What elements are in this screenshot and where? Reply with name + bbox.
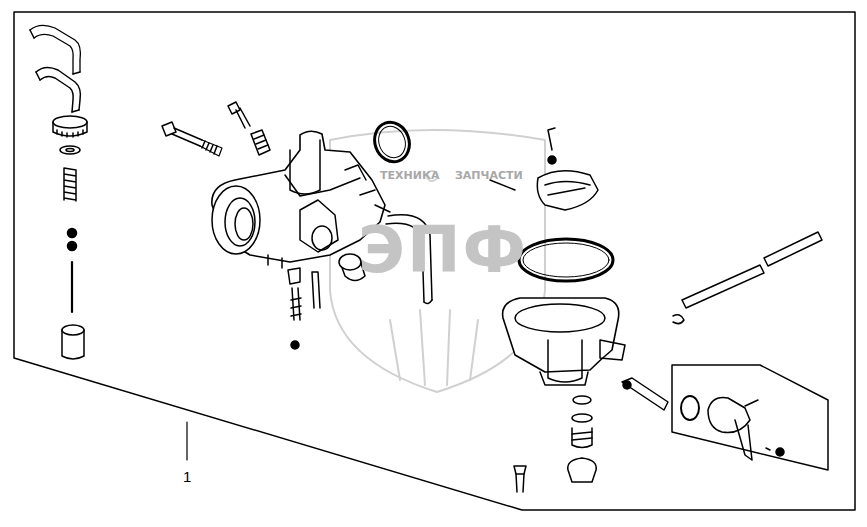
watermark-logo: ЭПФ xyxy=(358,218,528,282)
watermark-text: ЗАПЧАСТИ xyxy=(455,170,523,181)
watermark-text: ТЕХНИКА xyxy=(380,170,439,181)
callout-number: 1 xyxy=(181,468,193,485)
